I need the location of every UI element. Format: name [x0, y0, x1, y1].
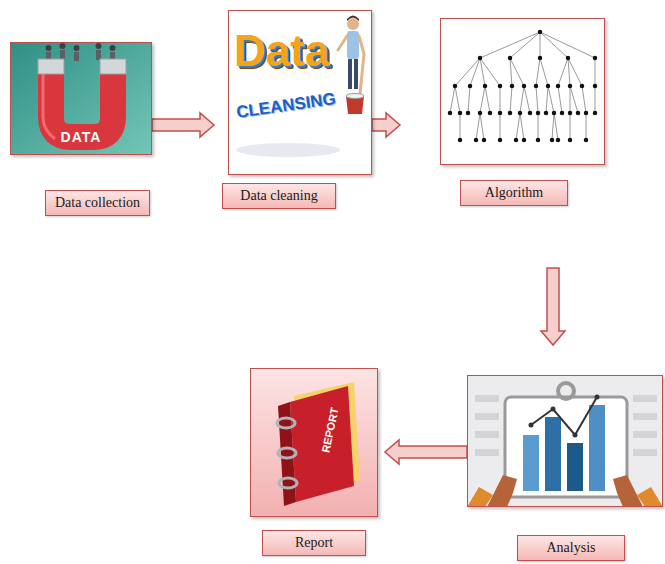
step-label: Analysis [547, 540, 596, 555]
step-label: Algorithm [485, 185, 543, 200]
block-arrow [541, 268, 565, 345]
people-heads [49, 46, 113, 48]
grey-ground [467, 375, 663, 507]
binder-ring [278, 448, 296, 458]
step-label-tag: Data cleaning [222, 183, 336, 209]
trend-dots [531, 397, 597, 435]
tree-illustration [440, 18, 605, 165]
person-shirt [347, 31, 359, 59]
step-label-tag: Analysis [517, 535, 625, 561]
tablet-illustration [467, 375, 663, 507]
person-hair [347, 16, 359, 22]
tree-dots [450, 32, 595, 140]
process-step: REPORT Report [250, 368, 378, 557]
tablet [505, 397, 627, 497]
step-label: Data collection [55, 195, 140, 210]
magnet-tip [100, 59, 126, 74]
illustration-text: CLEANSING [235, 89, 337, 123]
chart-bar [545, 417, 561, 491]
white-ground [228, 10, 372, 175]
image-frame [440, 18, 605, 165]
step-label-tag: Report [262, 530, 366, 556]
binder-ring [277, 418, 295, 428]
bucket-rim [346, 94, 364, 99]
book-spine [278, 402, 296, 506]
block-arrow [152, 113, 214, 137]
clip-ring [558, 383, 574, 399]
person-arm [359, 36, 364, 94]
image-frame [467, 375, 663, 507]
magnet-highlight [43, 74, 55, 139]
chart-bar [589, 405, 605, 491]
step-label-tag: Algorithm [460, 180, 568, 206]
process-step: DataCLEANSING Data cleaning [222, 10, 372, 207]
step-label: Report [295, 535, 333, 550]
magnet-body [51, 72, 113, 137]
person-legs [348, 59, 358, 89]
hand [487, 475, 517, 507]
image-frame [250, 368, 378, 517]
chart-bar [523, 435, 539, 491]
process-step: Analysis [467, 375, 663, 564]
magnet-tip [38, 59, 64, 74]
binder-ring [279, 478, 297, 488]
white-ground [440, 18, 605, 165]
step-label: Data cleaning [240, 188, 317, 203]
illustration-text: DATA [10, 128, 152, 146]
teal-ground [10, 42, 152, 155]
process-step: Algorithm [440, 18, 605, 206]
report-illustration [250, 368, 378, 517]
illustration-text: REPORT [317, 399, 343, 461]
process-step: DATA Data collection [10, 42, 152, 215]
reflection [236, 143, 340, 157]
person-arm [338, 36, 347, 50]
book-cover [290, 386, 354, 502]
illustration-text: Data [234, 26, 329, 76]
block-arrow [372, 113, 400, 137]
tree-branches [450, 32, 595, 140]
chart-bar [567, 443, 583, 491]
step-label-tag: Data collection [45, 190, 150, 216]
pink-ground [250, 368, 378, 517]
block-arrow [385, 440, 467, 464]
person-head [347, 18, 359, 30]
trend-line [531, 397, 597, 435]
hand [613, 475, 643, 507]
